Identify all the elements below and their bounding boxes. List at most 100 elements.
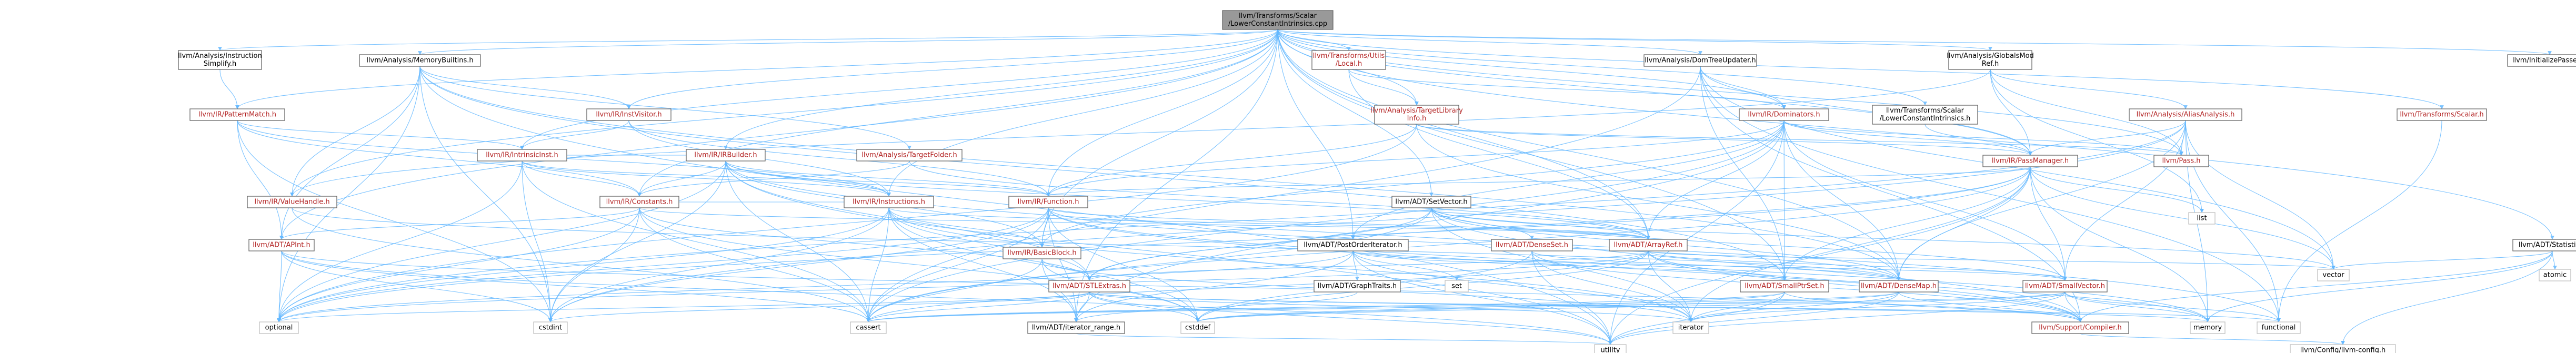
node-intrinsicinst[interactable]: llvm/IR/IntrinsicInst.h [477,149,567,162]
edge-root-to-intrinsicinst [520,29,1278,150]
node-label: Simplify.h [204,60,237,68]
node-label: atomic [2543,271,2567,279]
node-label: llvm/Analysis/MemoryBuiltins.h [366,57,473,65]
edge-stlextras-to-optional [277,291,1090,322]
node-aliasanalysis[interactable]: llvm/Analysis/AliasAnalysis.h [2129,108,2242,121]
edge-root-to-setvector [1277,29,1434,197]
node-box [189,108,285,121]
edge-targetlib-to-passmanager [1416,124,2032,156]
edge-arrayref-to-optional [277,250,1649,322]
node-box [1297,239,1409,251]
edge-irbuilder-to-cassert [725,160,870,322]
node-instructions[interactable]: llvm/IR/Instructions.h [844,196,934,208]
edge-root-to-function [1046,29,1278,197]
node-scalar[interactable]: llvm/Transforms/Scalar.h [2397,108,2487,121]
node-box [2539,269,2571,281]
edge-function-to-arrayref [1048,207,1650,240]
edge-root-to-instvisitor [627,29,1278,109]
node-dominators[interactable]: llvm/IR/Dominators.h [1739,108,1829,121]
node-box [2512,239,2576,251]
edge-membuiltins-to-valuehandle [290,66,420,197]
node-label: /Local.h [1336,60,1362,68]
node-apint[interactable]: llvm/ADT/APInt.h [248,239,315,251]
edge-smallvector-to-utility [1608,291,2066,345]
node-label: llvm/InitializePasses.h [2512,57,2576,65]
edge-instructions-to-iterrange [888,207,1078,322]
edge-membuiltins-to-instvisitor [419,66,631,109]
edge-statistic-to-memory [2206,250,2553,322]
node-box [599,196,679,208]
edge-smallptrset-to-compiler [1784,291,2082,322]
node-pass[interactable]: llvm/Pass.h [2153,155,2209,167]
edge-irbuilder-to-constants [637,160,726,197]
node-box [1222,10,1334,30]
node-utilslocal[interactable]: llvm/Transforms/Utils/Local.h [1311,50,1386,70]
edge-membuiltins-to-apint [279,66,420,240]
edge-membuiltins-to-targetfolder [419,66,911,150]
node-box [178,50,262,70]
node-densemap[interactable]: llvm/ADT/DenseMap.h [1859,280,1939,293]
edge-utilslocal-to-targetlib [1348,69,1419,106]
node-box [533,321,568,334]
edge-arrayref-to-smallvector [1648,250,2067,281]
edge-densemap-to-cstddef [1196,291,1899,322]
node-smallvector[interactable]: llvm/ADT/SmallVector.h [2022,280,2108,293]
node-instvisitor[interactable]: llvm/IR/InstVisitor.h [586,108,671,121]
edge-valuehandle-to-cassert [292,207,870,322]
edge-instructions-to-stlextras [888,207,1091,281]
node-label: llvm/ADT/iterator_range.h [1032,324,1120,332]
edge-domtreeupd-to-smallptrset [1700,66,1787,281]
node-smallptrset[interactable]: llvm/ADT/SmallPtrSet.h [1740,280,1829,293]
edge-dominators-to-cassert [866,120,1785,322]
node-targetfolder[interactable]: llvm/Analysis/TargetFolder.h [856,149,963,162]
edge-postorder-to-utility [1352,250,1612,345]
node-label: iterator [1678,324,1704,332]
node-box [1594,344,1627,353]
node-valuehandle[interactable]: llvm/IR/ValueHandle.h [247,196,337,208]
edge-passmanager-to-optional [277,166,2031,322]
edge-utilslocal-to-arrayref [1348,69,1650,240]
edge-aliasanalysis-to-smallvector [2063,120,2186,281]
edge-smallvector-to-cassert [866,291,2066,322]
edge-root-to-irbuilder [724,29,1278,150]
node-irbuilder[interactable]: llvm/IR/IRBuilder.h [686,149,766,162]
node-memory: memory [2190,321,2226,334]
node-patternmatch[interactable]: llvm/IR/PatternMatch.h [189,108,285,121]
edge-dominators-to-smallptrset [1782,120,1787,281]
edge-targetfolder-to-arrayref [909,160,1650,240]
edge-setvector-to-cassert [866,207,1432,322]
edge-passmanager-to-utility [1608,166,2031,345]
edge-targetlib-to-optional [277,124,1417,322]
node-compiler[interactable]: llvm/Support/Compiler.h [2031,321,2129,334]
node-box [2317,269,2350,281]
edge-postorder-to-smallptrset [1352,250,1787,281]
node-initpasses: llvm/InitializePasses.h [2507,54,2576,67]
node-function[interactable]: llvm/IR/Function.h [1008,196,1088,208]
edge-instvisitor-to-intrinsicinst [520,120,629,150]
edge-statistic-to-compiler [2078,250,2553,322]
node-box [844,196,934,208]
edge-passmanager-to-list [2030,166,2204,213]
edge-stlextras-to-cstdint [548,291,1090,322]
node-constants[interactable]: llvm/IR/Constants.h [599,196,679,208]
edge-setvector-to-compiler [1431,207,2082,322]
node-stlextras[interactable]: llvm/ADT/STLExtras.h [1048,280,1130,293]
node-passmanager[interactable]: llvm/IR/PassManager.h [1982,155,2078,167]
edge-postorder-to-iterator [1352,250,1693,322]
node-basicblock[interactable]: llvm/IR/BasicBlock.h [1003,247,1081,259]
node-arrayref[interactable]: llvm/ADT/ArrayRef.h [1609,239,1688,251]
edge-function-to-iterrange [1048,207,1078,322]
edge-statistic-to-llvmconfig [2341,250,2553,345]
node-denseset[interactable]: llvm/ADT/DenseSet.h [1491,239,1573,251]
edge-stlextras-to-cassert [866,291,1090,322]
edge-passmanager-to-memory [2030,166,2210,322]
node-label: llvm/IR/Instructions.h [853,198,925,206]
node-label: llvm/IR/PassManager.h [1992,157,2069,165]
node-box [2153,155,2209,167]
node-functional: functional [2257,321,2301,334]
edge-scalar-to-functional [2277,120,2442,322]
edge-irbuilder-to-arrayref [725,160,1650,240]
edge-aliasanalysis-to-cstdint [548,120,2186,322]
